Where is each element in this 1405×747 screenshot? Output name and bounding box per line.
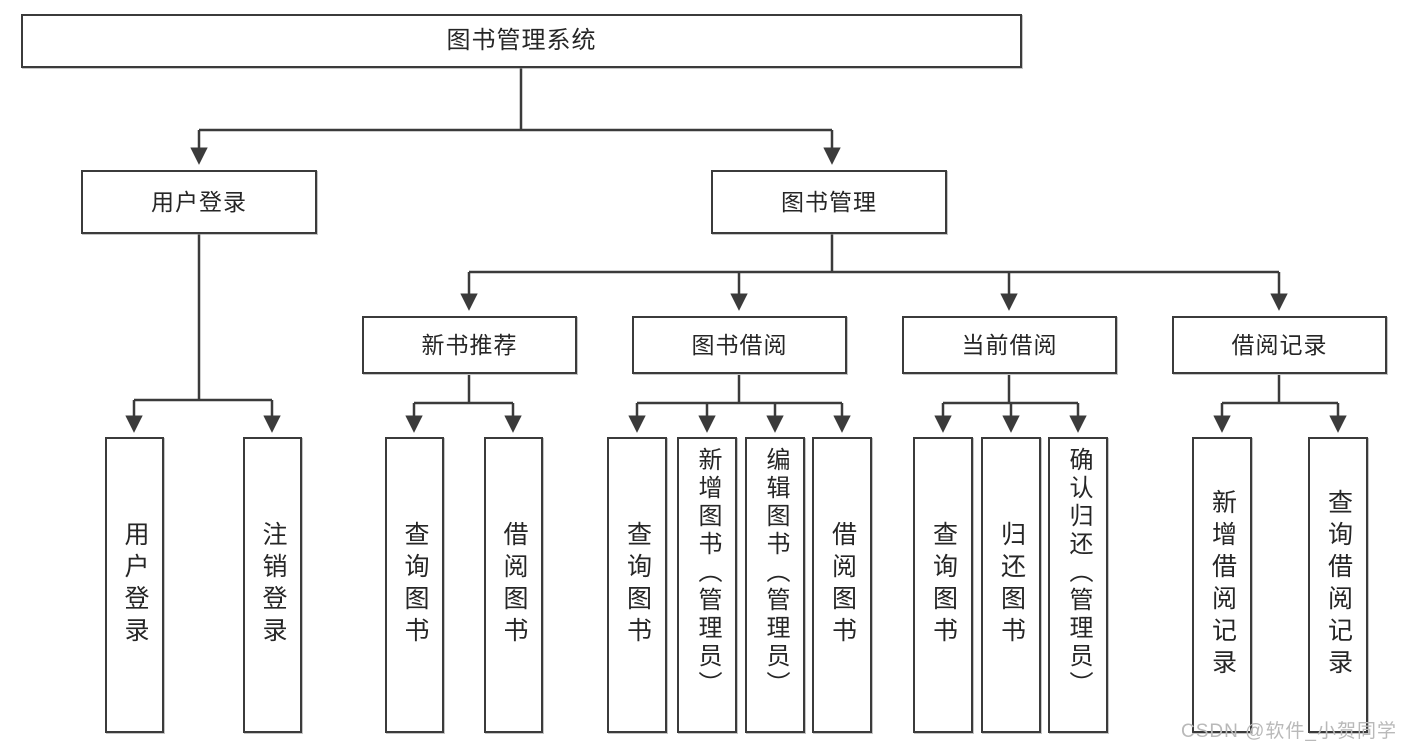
node-root[interactable]: 图书管理系统 (21, 14, 1022, 68)
node-borrow-record-label: 借阅记录 (1231, 331, 1328, 358)
leaf-rec-query2[interactable]: 查询借阅记录 (1308, 437, 1368, 733)
leaf-rec-borrow-label: 借阅图书 (500, 521, 528, 649)
node-book-manage-label: 图书管理 (781, 188, 877, 215)
node-current-borrow[interactable]: 当前借阅 (902, 316, 1117, 374)
node-user-login[interactable]: 用户登录 (81, 170, 317, 234)
leaf-borrow-query-label: 查询图书 (623, 521, 652, 649)
node-root-label: 图书管理系统 (446, 27, 597, 55)
leaf-cur-query-label: 查询图书 (929, 521, 958, 649)
leaf-borrow-add-label: 新增图书（管理员） (694, 447, 721, 699)
leaf-borrow-lend-label: 借阅图书 (828, 521, 857, 649)
leaf-rec-add[interactable]: 新增借阅记录 (1192, 437, 1252, 733)
leaf-rec-query-label: 查询图书 (401, 521, 429, 649)
leaf-borrow-query[interactable]: 查询图书 (607, 437, 667, 733)
leaf-borrow-edit-label: 编辑图书（管理员） (762, 447, 789, 699)
leaf-rec-query2-label: 查询借阅记录 (1324, 489, 1353, 681)
leaf-borrow-edit[interactable]: 编辑图书（管理员） (745, 437, 805, 733)
node-current-borrow-label: 当前借阅 (961, 331, 1058, 358)
leaf-user-logout-label: 注销登录 (259, 521, 287, 649)
leaf-cur-return[interactable]: 归还图书 (981, 437, 1041, 733)
leaf-cur-confirm-label: 确认归还（管理员） (1065, 447, 1092, 699)
leaf-cur-return-label: 归还图书 (997, 521, 1026, 649)
node-new-book-rec-label: 新书推荐 (421, 331, 518, 358)
leaf-cur-query[interactable]: 查询图书 (913, 437, 973, 733)
node-book-borrow-label: 图书借阅 (691, 331, 788, 358)
node-user-login-label: 用户登录 (151, 188, 247, 215)
node-borrow-record[interactable]: 借阅记录 (1172, 316, 1387, 374)
leaf-user-logout[interactable]: 注销登录 (243, 437, 302, 733)
leaf-rec-borrow[interactable]: 借阅图书 (484, 437, 543, 733)
leaf-rec-add-label: 新增借阅记录 (1208, 489, 1237, 681)
leaf-rec-query[interactable]: 查询图书 (385, 437, 444, 733)
node-book-borrow[interactable]: 图书借阅 (632, 316, 847, 374)
leaf-cur-confirm[interactable]: 确认归还（管理员） (1048, 437, 1108, 733)
leaf-borrow-lend[interactable]: 借阅图书 (812, 437, 872, 733)
node-new-book-rec[interactable]: 新书推荐 (362, 316, 577, 374)
leaf-user-login[interactable]: 用户登录 (105, 437, 164, 733)
leaf-user-login-label: 用户登录 (121, 521, 149, 649)
node-book-manage[interactable]: 图书管理 (711, 170, 947, 234)
leaf-borrow-add[interactable]: 新增图书（管理员） (677, 437, 737, 733)
